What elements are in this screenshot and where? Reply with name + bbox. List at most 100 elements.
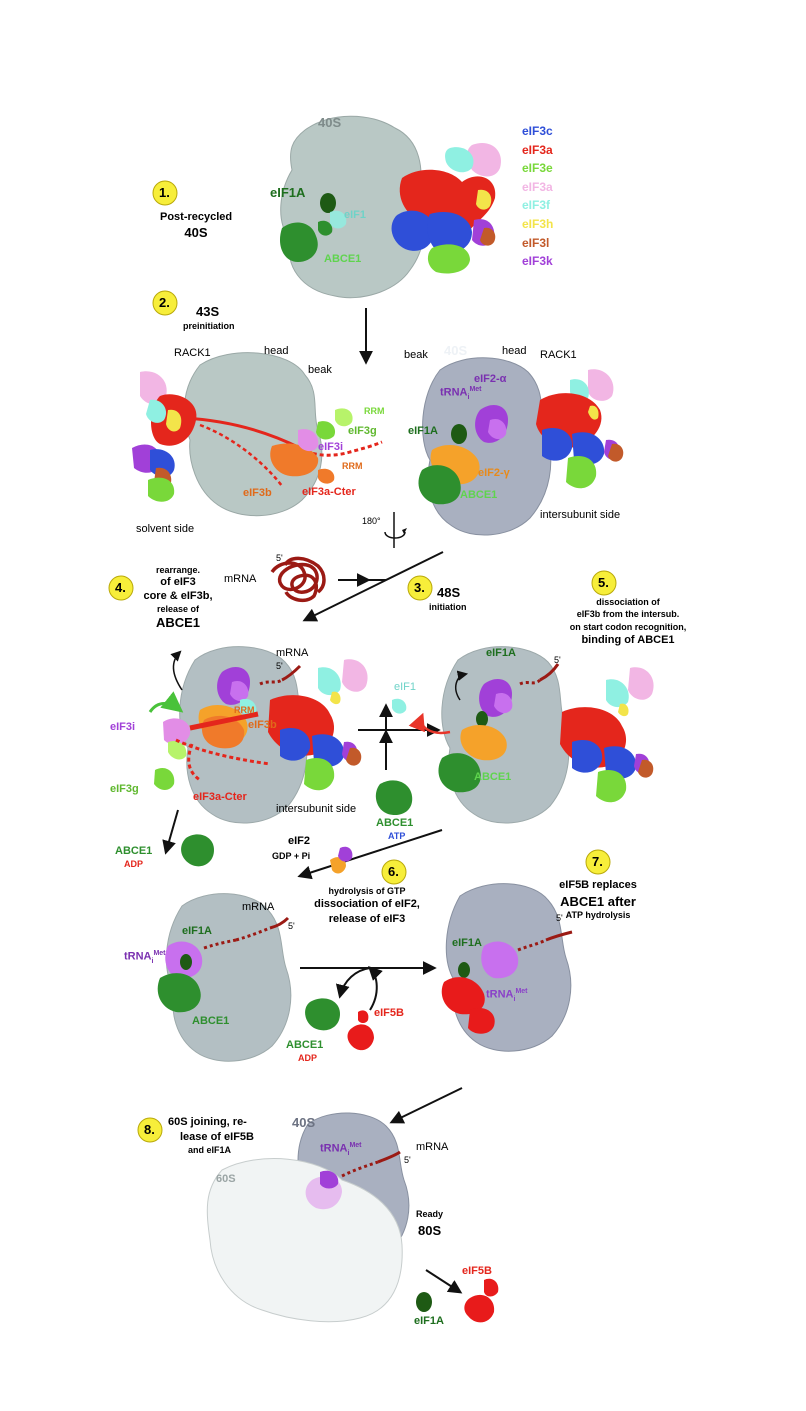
arrow-release-abce1 <box>170 650 183 691</box>
legend: eIF3c eIF3a eIF3e eIF3a eIF3f eIF3h eIF3… <box>522 125 592 274</box>
s4-eif3g-label: eIF3g <box>110 783 139 795</box>
legend-item: eIF3l <box>522 235 550 250</box>
s2l-rrm2-label: RRM <box>342 461 363 471</box>
step6-line: dissociation of eIF2, <box>314 898 420 911</box>
step5-line: on start codon recognition, <box>569 621 687 632</box>
arrow-5-to-6 <box>297 829 443 880</box>
step7-number: 7. <box>592 854 603 869</box>
step6-line: hydrolysis of GTP <box>328 886 406 896</box>
trna-superscript: Met <box>515 988 528 995</box>
s8-5prime-label: 5' <box>404 1155 411 1165</box>
step8-complex <box>206 1112 410 1323</box>
legend-item: eIF3a <box>522 179 553 194</box>
s2l-eif3a-cter-label: eIF3a-Cter <box>302 486 356 498</box>
step1-subtitle: 40S <box>184 225 208 240</box>
s7-5prime-label: 5' <box>556 913 563 923</box>
s8-mrna-label: mRNA <box>416 1141 449 1153</box>
trna-subscript: i <box>151 957 154 965</box>
s2l-rack1-label: RACK1 <box>174 347 211 359</box>
s4-mrna-label: mRNA <box>276 647 309 659</box>
s2r-eif2a-label: eIF2-α <box>474 373 507 385</box>
release1-adp-label: ADP <box>124 859 144 869</box>
step3-subtitle: initiation <box>429 602 467 612</box>
s1-eif1a-label: eIF1A <box>270 185 306 200</box>
step3-number: 3. <box>414 580 425 595</box>
step6-description: hydrolysis of GTP dissociation of eIF2, … <box>302 886 432 926</box>
s2r-trna-label: tRNAiMet <box>440 386 482 401</box>
trna-subscript: i <box>513 995 516 1003</box>
step4-line: ABCE1 <box>155 614 201 630</box>
released-abce1 <box>181 834 214 867</box>
s6-trna-label: tRNAiMet <box>124 950 166 965</box>
s4-eif3i-label: eIF3i <box>110 721 136 733</box>
mid-atp-label: ATP <box>388 831 406 841</box>
arrow-eif1a-shift <box>454 670 469 701</box>
free-mrna-tangle <box>270 556 326 603</box>
step2-intersubunit-complex <box>418 357 624 536</box>
release1-abce1-label: ABCE1 <box>115 845 153 857</box>
free-abce1-atp <box>375 780 413 816</box>
s2r-abce1-label: ABCE1 <box>460 489 498 501</box>
legend-item: eIF3e <box>522 161 553 176</box>
s6-eif1a-label: eIF1A <box>182 925 212 937</box>
released-eif2-gamma <box>330 857 346 874</box>
released-eif2-alpha <box>338 846 353 862</box>
s2r-eif1a-label: eIF1A <box>408 425 438 437</box>
step1-badge <box>152 180 178 206</box>
mid-eif1-label: eIF1 <box>394 681 417 693</box>
mid-abce1-label: ABCE1 <box>376 817 414 829</box>
released-eif1a <box>416 1292 432 1312</box>
step3-badge <box>407 575 433 601</box>
step2-solvent-complex <box>132 352 383 517</box>
step7-description: eIF5B replaces ABCE1 after ATP hydrolysi… <box>528 879 668 921</box>
step4-description: rearrange. of eIF3 core & eIF3b, release… <box>128 565 228 630</box>
s5-abce1-label: ABCE1 <box>474 771 512 783</box>
step8-line: and eIF1A <box>188 1145 232 1156</box>
step4-line: of eIF3 <box>160 576 196 589</box>
trna-superscript: Met <box>153 950 166 957</box>
s4-5prime-label: 5' <box>276 661 283 671</box>
s1-ribosome-label: 40S <box>318 115 342 130</box>
step4-number: 4. <box>115 580 126 595</box>
legend-item: eIF3a <box>522 142 553 157</box>
step1-title: Post-recycled <box>160 211 233 223</box>
trna-superscript: Met <box>349 1142 362 1149</box>
s7-eif1a-label: eIF1A <box>452 937 482 949</box>
arrow-eif5b-enter <box>368 966 383 1011</box>
s6-abce1-label: ABCE1 <box>192 1015 230 1027</box>
step2-title: 43S <box>196 304 220 319</box>
step1-number: 1. <box>159 185 170 200</box>
legend-item: eIF3h <box>522 216 554 231</box>
s8-ribosome40-label: 40S <box>292 1115 316 1130</box>
s2l-eif3g-label: eIF3g <box>348 425 377 437</box>
release2-abce1-label: ABCE1 <box>286 1039 324 1051</box>
step5-badge <box>591 570 617 596</box>
step7-line: eIF5B replaces <box>559 879 637 891</box>
trna-name: tRNA <box>440 386 468 399</box>
s4-side-label: intersubunit side <box>276 803 357 815</box>
s5-eif1a-label: eIF1A <box>486 647 516 659</box>
step8-line: 60S joining, re- <box>168 1116 247 1128</box>
s2r-side-label: intersubunit side <box>540 509 621 521</box>
legend-item: eIF3c <box>522 124 553 138</box>
release2-adp-label: ADP <box>298 1053 318 1063</box>
s2l-head-label: head <box>264 345 289 357</box>
step6-complex <box>157 893 292 1062</box>
step1-complex <box>279 115 501 299</box>
s6-5prime-label: 5' <box>288 921 295 931</box>
trna-superscript: Met <box>469 386 482 393</box>
s5-5prime-label: 5' <box>554 655 561 665</box>
s8-ready80-label: 80S <box>418 1223 442 1238</box>
s4-rrm-label: RRM <box>234 705 255 715</box>
step4-complex <box>154 646 368 824</box>
step3-title: 48S <box>437 585 461 600</box>
legend-item: eIF3k <box>522 254 553 269</box>
step5-number: 5. <box>598 575 609 590</box>
arrow-2-to-4 <box>302 551 444 622</box>
step8-number: 8. <box>144 1122 155 1137</box>
s8-eif5b-label: eIF5B <box>462 1265 492 1277</box>
released-eif5b <box>464 1294 495 1323</box>
trna-subscript: i <box>467 393 470 401</box>
step5-line: eIF3b from the intersub. <box>576 609 680 620</box>
